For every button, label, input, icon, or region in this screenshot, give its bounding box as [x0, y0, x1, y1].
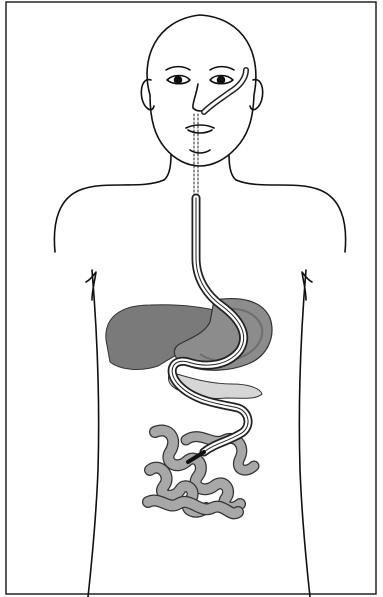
head-icon [141, 15, 262, 166]
feeding-tube-icon [172, 70, 248, 462]
small-intestine-icon [148, 431, 254, 514]
